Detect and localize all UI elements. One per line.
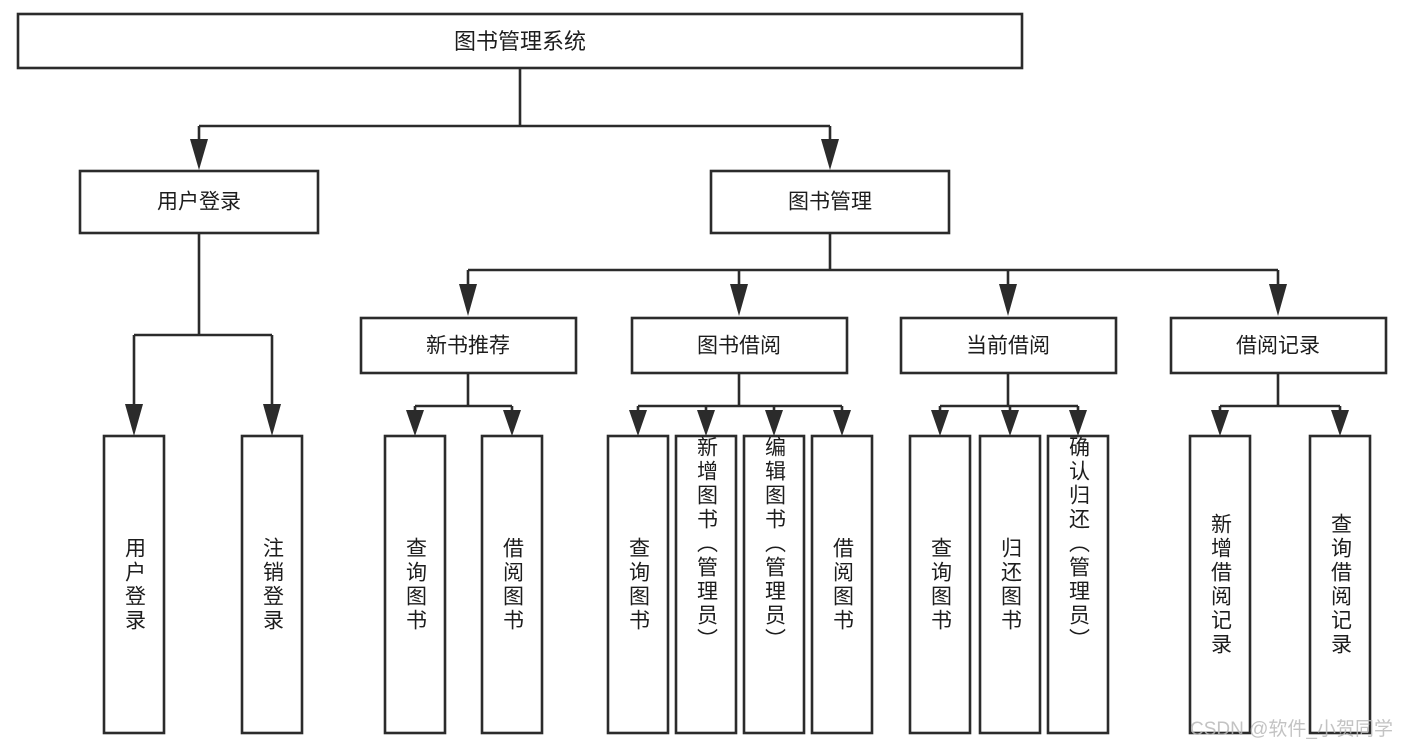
connector-group-borrow-record bbox=[1211, 373, 1349, 436]
node-book-management-label: 图书管理 bbox=[788, 191, 872, 214]
node-new-book-recommend-box[interactable] bbox=[359, 316, 578, 375]
connector-group-root bbox=[190, 68, 839, 170]
leaf-box-current-borrow-2[interactable] bbox=[978, 434, 1042, 735]
node-book-management[interactable]: 图书管理 bbox=[709, 169, 951, 235]
arrow-head-leaf-new-book-1 bbox=[406, 410, 424, 436]
connector-group-user-login bbox=[125, 233, 281, 436]
node-new-book-recommend[interactable]: 新书推荐 bbox=[359, 316, 578, 375]
arrow-head-leaf-book-borrow-1 bbox=[629, 410, 647, 436]
arrow-head-leaf-user-login-1 bbox=[125, 404, 143, 436]
arrow-head-leaf-new-book-2 bbox=[503, 410, 521, 436]
arrow-head-leaf-current-borrow-2 bbox=[1001, 410, 1019, 436]
leaf-box-book-borrow-1[interactable] bbox=[606, 434, 670, 735]
leaf-box-book-borrow-3[interactable] bbox=[742, 434, 806, 735]
leaf-box-borrow-record-2[interactable] bbox=[1308, 434, 1372, 735]
leaf-box-new-book-1[interactable] bbox=[383, 434, 447, 735]
leaf-box-book-borrow-2[interactable] bbox=[674, 434, 738, 735]
arrow-head-leaf-book-borrow-4 bbox=[833, 410, 851, 436]
node-book-management-box[interactable] bbox=[709, 169, 951, 235]
leaf-box-borrow-record-1[interactable] bbox=[1188, 434, 1252, 735]
leaf-box-current-borrow-1[interactable] bbox=[908, 434, 972, 735]
arrow-head-leaf-user-login-2 bbox=[263, 404, 281, 436]
node-current-borrow[interactable]: 当前借阅 bbox=[899, 316, 1118, 375]
node-user-login-label: 用户登录 bbox=[157, 191, 241, 214]
arrow-head-user-login bbox=[190, 139, 208, 170]
node-root-label: 图书管理系统 bbox=[454, 29, 586, 54]
arrow-head-leaf-book-borrow-2 bbox=[697, 410, 715, 436]
arrow-head-leaf-book-borrow-3 bbox=[765, 410, 783, 436]
node-root-box[interactable] bbox=[16, 12, 1024, 70]
arrow-head-current-borrow bbox=[999, 284, 1017, 316]
arrow-head-book-borrow bbox=[730, 284, 748, 316]
leaf-box-new-book-2[interactable] bbox=[480, 434, 544, 735]
leaf-box-group bbox=[102, 434, 1372, 735]
arrow-head-borrow-record bbox=[1269, 284, 1287, 316]
arrow-head-book-mgmt bbox=[821, 139, 839, 170]
node-book-borrow-label: 图书借阅 bbox=[697, 335, 781, 358]
arrow-head-leaf-current-borrow-3 bbox=[1069, 410, 1087, 436]
leaf-box-user-login-1[interactable] bbox=[102, 434, 166, 735]
leaf-box-user-login-2[interactable] bbox=[240, 434, 304, 735]
node-root[interactable]: 图书管理系统 bbox=[16, 12, 1024, 70]
connector-group-book-mgmt bbox=[459, 233, 1287, 316]
node-borrow-record-box[interactable] bbox=[1169, 316, 1388, 375]
node-user-login[interactable]: 用户登录 bbox=[78, 169, 320, 235]
node-current-borrow-label: 当前借阅 bbox=[966, 335, 1050, 358]
leaf-box-current-borrow-3[interactable] bbox=[1046, 434, 1110, 735]
connector-group-book-borrow bbox=[629, 373, 851, 436]
node-current-borrow-box[interactable] bbox=[899, 316, 1118, 375]
node-borrow-record-label: 借阅记录 bbox=[1236, 335, 1320, 358]
connector-group-current-borrow bbox=[931, 373, 1087, 436]
arrow-head-leaf-current-borrow-1 bbox=[931, 410, 949, 436]
connector-group-new-book-recommend bbox=[406, 373, 521, 436]
node-new-book-recommend-label: 新书推荐 bbox=[426, 335, 510, 358]
node-book-borrow[interactable]: 图书借阅 bbox=[630, 316, 849, 375]
node-borrow-record[interactable]: 借阅记录 bbox=[1169, 316, 1388, 375]
node-user-login-box[interactable] bbox=[78, 169, 320, 235]
arrow-head-leaf-borrow-record-1 bbox=[1211, 410, 1229, 436]
leaf-box-book-borrow-4[interactable] bbox=[810, 434, 874, 735]
node-book-borrow-box[interactable] bbox=[630, 316, 849, 375]
arrow-head-leaf-borrow-record-2 bbox=[1331, 410, 1349, 436]
arrow-head-new-book bbox=[459, 284, 477, 316]
